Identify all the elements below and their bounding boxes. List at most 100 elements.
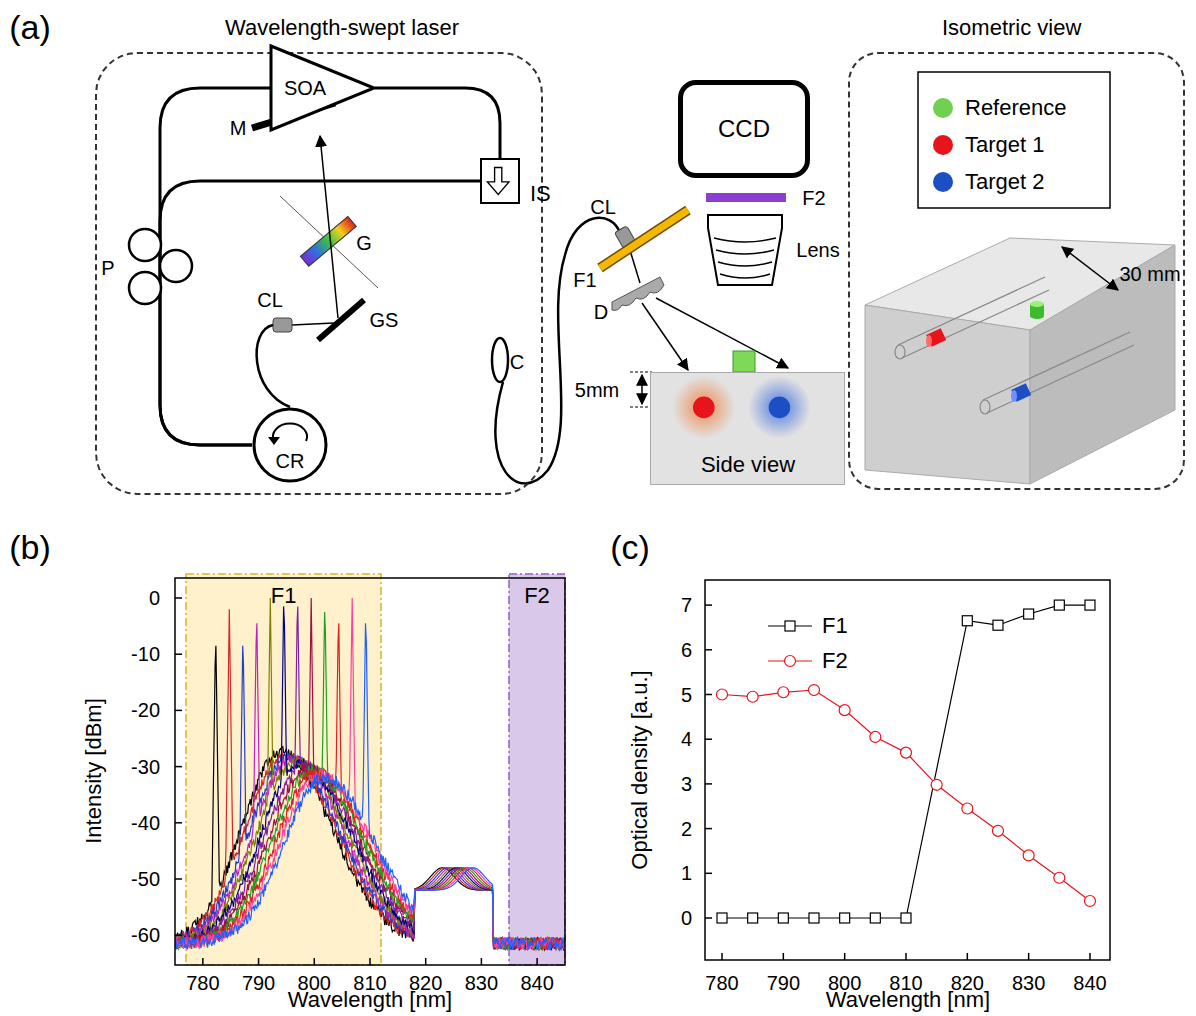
node-title: Isometric view [942,16,1081,40]
data-marker [748,913,758,923]
part-label: 7 [681,594,692,616]
data-marker [901,913,911,923]
spectrum-trace [175,609,564,950]
part-label: -40 [131,812,160,834]
tick [536,958,538,965]
tube [902,290,1049,358]
node-title: Wavelength-swept laser [225,16,459,40]
target-2 [1011,383,1031,402]
part-label: 6 [681,639,692,661]
legend-text: Reference [965,96,1067,120]
lens [714,238,776,242]
legend-swatch [933,135,953,155]
part-label: -10 [131,643,160,665]
part-label: 3 [681,773,692,795]
tick [1028,953,1030,960]
part-label: 840 [1073,972,1106,994]
tick [314,958,316,965]
data-marker [1085,600,1095,610]
filter-f1 [600,210,688,268]
node-outline [482,160,518,202]
chart-b [175,574,565,965]
series-line [722,605,1090,918]
part-label: 5 [681,684,692,706]
part-label: GS [370,309,399,331]
data-series [717,600,1096,923]
node-title: IS [530,182,551,206]
reference [1030,313,1044,319]
part-label: 5mm [575,379,619,401]
data-marker [993,620,1003,630]
part-label: P [101,257,114,279]
tick [705,694,712,696]
tick [175,598,537,965]
data-marker [1054,872,1065,883]
data-marker [839,705,850,716]
part-label: 830 [1012,972,1045,994]
node-box: IS [480,158,520,204]
node-box: SOA [270,45,375,131]
part-label: -20 [131,699,160,721]
polarization-loop [160,250,192,282]
part-label: -30 [131,756,160,778]
part-label: 790 [767,972,800,994]
collimator [273,318,292,332]
part-label: -50 [131,868,160,890]
target-1 [926,335,932,347]
spectrum-trace [175,598,564,950]
spectrum-trace [175,612,564,950]
tick [425,958,427,965]
target-2 [769,397,791,419]
fiber-connector [160,88,270,445]
target-2 [1011,390,1017,402]
circulator-arrow [268,437,280,445]
part-label: Optical density [a.u.] [628,670,652,869]
coupler [492,338,508,382]
part-label: 30 mm [1119,263,1180,285]
fiber-connector [160,181,480,445]
tick [967,953,969,960]
dimension-line [1062,247,1118,290]
legend-text: Target 2 [965,170,1045,194]
spectrum-trace [175,623,564,949]
data-marker [778,913,788,923]
node-box: CCD [678,80,810,178]
part-label: F2 [524,584,550,608]
beam [656,298,788,368]
fiber [495,218,620,484]
lens [716,250,774,254]
grating-normal [280,196,378,288]
spectrum-trace [175,598,564,950]
spectrum-trace [175,606,564,949]
galvo-scanner [318,300,364,340]
spectrum-trace [175,623,564,949]
data-marker [717,913,727,923]
beam [642,303,688,370]
tick [705,783,712,785]
reference [1030,301,1044,319]
data-marker [1054,600,1064,610]
tube [983,332,1130,400]
panel-letter: (a) [9,9,51,46]
diffuser [612,277,664,310]
spectrum-trace [175,623,564,949]
beam [292,323,334,325]
part-label: F2 [802,187,825,209]
data-marker [717,689,728,700]
target-glow [748,376,811,439]
data-marker [778,687,789,698]
target-1 [926,328,946,347]
part-label: 780 [705,972,738,994]
tick [175,822,182,824]
data-marker [808,685,819,696]
part-label: C [510,351,524,373]
data-marker [992,825,1003,836]
spectra [175,598,564,950]
tick [705,828,712,830]
tick [175,766,182,768]
filter-f1 [600,210,688,268]
data-marker [1084,896,1095,907]
reference [1030,301,1044,307]
legend-sample [768,621,812,667]
tube [895,345,905,359]
